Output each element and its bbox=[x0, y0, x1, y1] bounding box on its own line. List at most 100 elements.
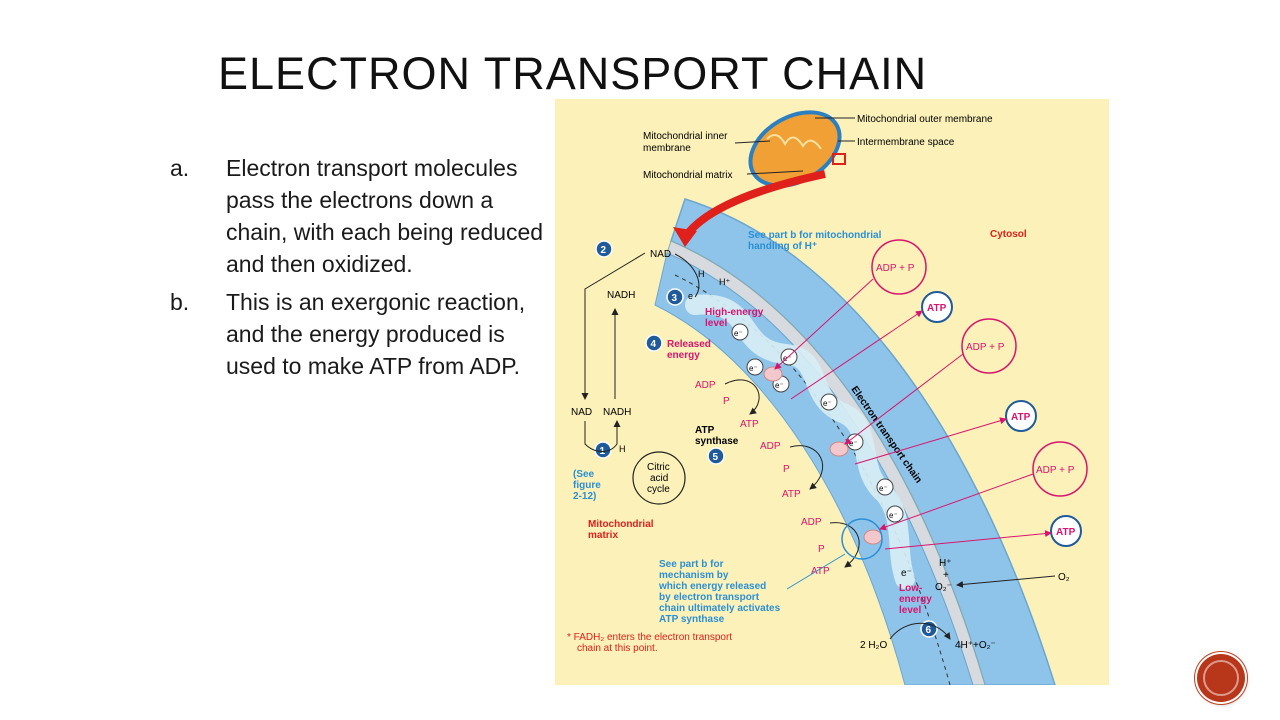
low-energy-label-1: Low- bbox=[899, 583, 922, 594]
step-2-badge: 2 bbox=[595, 240, 613, 258]
etc-diagram: Mitochondrial outer membrane Intermembra… bbox=[555, 99, 1109, 685]
pi-label: P bbox=[723, 396, 730, 407]
atp-label: ATP bbox=[782, 489, 801, 500]
h-plus-label: H⁺ bbox=[719, 277, 730, 287]
water-label: 2 H₂O bbox=[860, 640, 887, 651]
mechanism-label-6: ATP synthase bbox=[659, 614, 725, 625]
atp-synthase-icon bbox=[763, 366, 783, 382]
h-top-label: H bbox=[698, 269, 705, 279]
nad-bottom-label: NAD bbox=[571, 407, 592, 418]
svg-text:ADP + P: ADP + P bbox=[876, 263, 915, 274]
mechanism-label-3: which energy released bbox=[658, 581, 766, 592]
product-label: 4H⁺+O₂⁻ bbox=[955, 640, 996, 651]
plus-label: + bbox=[943, 570, 949, 581]
adp-label: ADP bbox=[695, 380, 716, 391]
atp-label: ATP bbox=[811, 566, 830, 577]
h-plus-low-label: H⁺ bbox=[939, 558, 952, 569]
atp-label: ATP bbox=[740, 419, 759, 430]
bullet-item: a. Electron transport molecules pass the… bbox=[170, 152, 550, 280]
adp-pi-bubble: ADP + P bbox=[1032, 441, 1088, 497]
pi-label: P bbox=[783, 464, 790, 475]
atp-bubble: ATP bbox=[1005, 400, 1037, 432]
bullet-text: Electron transport molecules pass the el… bbox=[226, 155, 544, 277]
adp-label: ADP bbox=[801, 517, 822, 528]
svg-text:3: 3 bbox=[672, 293, 678, 304]
cytosol-label: Cytosol bbox=[990, 229, 1027, 240]
svg-text:6: 6 bbox=[926, 625, 932, 636]
svg-text:ADP + P: ADP + P bbox=[966, 342, 1005, 353]
intermembrane-label: Intermembrane space bbox=[857, 137, 955, 148]
step-5-badge: 5 bbox=[707, 447, 725, 465]
svg-text:ADP + P: ADP + P bbox=[1036, 465, 1075, 476]
atp-synthase-label-1: ATP bbox=[695, 425, 715, 436]
zoom-arrow bbox=[681, 170, 826, 240]
svg-text:5: 5 bbox=[713, 452, 719, 463]
mechanism-label-2: mechanism by bbox=[659, 570, 729, 581]
electron-carrier-icon: e⁻ bbox=[746, 358, 764, 376]
svg-text:e⁻: e⁻ bbox=[823, 399, 832, 408]
nadh-label: NADH bbox=[607, 290, 635, 301]
electron-carrier-icon: e⁻ bbox=[820, 393, 838, 411]
inner-membrane-label-1: Mitochondrial inner bbox=[643, 131, 728, 142]
matrix-label: Mitochondrial matrix bbox=[643, 170, 732, 181]
high-energy-label-2: level bbox=[705, 318, 727, 329]
mechanism-label-1: See part b for bbox=[659, 559, 724, 570]
adp-label: ADP bbox=[760, 441, 781, 452]
bullet-text: This is an exergonic reaction, and the e… bbox=[226, 289, 526, 379]
o2-minus-label: O₂⁻ bbox=[935, 582, 952, 593]
inner-membrane-label-2: membrane bbox=[643, 143, 691, 154]
bullet-list: a. Electron transport molecules pass the… bbox=[170, 152, 550, 388]
bullet-marker: a. bbox=[170, 155, 190, 181]
part-b-label-2: handling of H⁺ bbox=[748, 241, 817, 252]
svg-text:e⁻: e⁻ bbox=[879, 484, 888, 493]
bullet-item: b. This is an exergonic reaction, and th… bbox=[170, 286, 550, 382]
nad-top-label: NAD bbox=[650, 249, 671, 260]
atp-synthase-label-2: synthase bbox=[695, 436, 739, 447]
fadh-note-2: chain at this point. bbox=[577, 643, 658, 654]
mito-matrix-label-2: matrix bbox=[588, 530, 618, 541]
citric-label-1: Citric bbox=[647, 462, 670, 473]
slide-title: ELECTRON TRANSPORT CHAIN bbox=[218, 48, 928, 99]
released-label-2: energy bbox=[667, 350, 700, 361]
mechanism-label-4: by electron transport bbox=[659, 592, 760, 603]
atp-synthase-icon bbox=[829, 441, 849, 457]
h-label: H bbox=[619, 444, 626, 454]
adp-pi-bubble: ADP + P bbox=[961, 318, 1017, 374]
released-label-1: Released bbox=[667, 339, 711, 350]
citric-acid-cycle-icon bbox=[632, 451, 686, 505]
svg-text:ATP: ATP bbox=[1011, 412, 1031, 423]
electron-chain-band bbox=[654, 252, 974, 685]
e-label: e bbox=[688, 291, 693, 301]
mechanism-label-5: chain ultimately activates bbox=[659, 603, 781, 614]
high-energy-label-1: High-energy bbox=[705, 307, 764, 318]
pi-label: P bbox=[818, 544, 825, 555]
fadh-note-1: * FADH₂ enters the electron transport bbox=[567, 632, 732, 643]
see-figure-1: (See bbox=[573, 469, 595, 480]
step-4-badge: 4 bbox=[645, 334, 663, 352]
low-energy-label-3: level bbox=[899, 605, 921, 616]
see-figure-2: figure bbox=[573, 480, 601, 491]
atp-synthase-icon bbox=[863, 529, 883, 545]
svg-text:ATP: ATP bbox=[927, 303, 947, 314]
svg-text:e⁻: e⁻ bbox=[775, 381, 784, 390]
svg-text:ATP: ATP bbox=[1056, 527, 1076, 538]
outer-membrane-label: Mitochondrial outer membrane bbox=[857, 114, 993, 125]
atp-bubble: ATP bbox=[921, 291, 953, 323]
electron-carrier-icon: e⁻ bbox=[731, 323, 749, 341]
chain-dashed-line bbox=[674, 274, 951, 685]
next-slide-icon[interactable] bbox=[1197, 654, 1245, 702]
bullet-marker: b. bbox=[170, 289, 190, 315]
svg-text:e⁻: e⁻ bbox=[849, 439, 858, 448]
citric-label-3: cycle bbox=[647, 484, 670, 495]
svg-text:2: 2 bbox=[601, 245, 607, 256]
atp-bubble: ATP bbox=[1050, 515, 1082, 547]
part-b-label-1: See part b for mitochondrial bbox=[748, 230, 882, 241]
mito-matrix-label-1: Mitochondrial bbox=[588, 519, 654, 530]
svg-text:e⁻: e⁻ bbox=[783, 354, 792, 363]
nadh-bottom-label: NADH bbox=[603, 407, 631, 418]
svg-text:e⁻: e⁻ bbox=[889, 511, 898, 520]
see-figure-3: 2-12) bbox=[573, 491, 596, 502]
svg-text:e⁻: e⁻ bbox=[749, 364, 758, 373]
svg-text:e⁻: e⁻ bbox=[734, 329, 743, 338]
o2-label: O₂ bbox=[1058, 572, 1070, 583]
